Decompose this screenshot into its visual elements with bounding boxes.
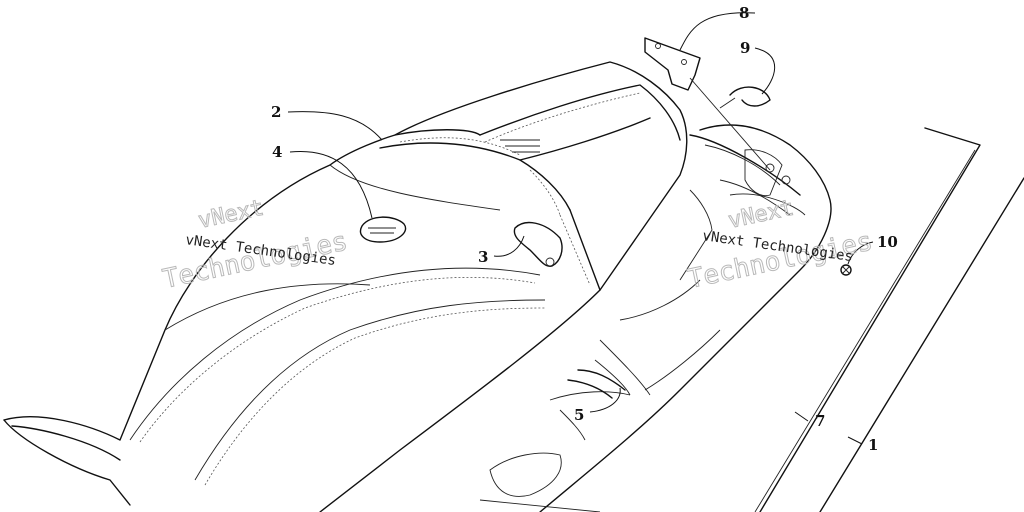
part-8-bracket (644, 37, 701, 91)
part-10-fastener (840, 264, 852, 276)
rails (754, 127, 1024, 512)
watermark-line1: vNext (726, 196, 796, 234)
callout-1: 1 (868, 436, 878, 454)
callout-9: 9 (740, 39, 750, 57)
leader-lines (287, 12, 874, 445)
seat (3, 61, 688, 512)
callout-5: 5 (574, 406, 584, 424)
part-4-pad (359, 216, 407, 243)
watermark-right: vNext Technologies vNext Technologies (685, 195, 876, 295)
hull (479, 124, 832, 512)
callout-3: 3 (478, 248, 488, 266)
callout-10: 10 (877, 233, 898, 251)
part-9-clip (719, 86, 771, 109)
callout-8: 8 (739, 4, 749, 22)
part-5-hook (567, 369, 626, 399)
part-3-strap (513, 221, 563, 267)
callout-2: 2 (271, 103, 281, 121)
callout-7: 7 (815, 412, 825, 430)
watermark-line1: vNext (196, 196, 266, 234)
callouts: 1 2 3 4 5 7 8 9 10 (271, 4, 898, 454)
watermark-left: vNext Technologies vNext Technologies (160, 195, 351, 295)
latch-assembly (689, 77, 791, 197)
callout-4: 4 (272, 143, 282, 161)
